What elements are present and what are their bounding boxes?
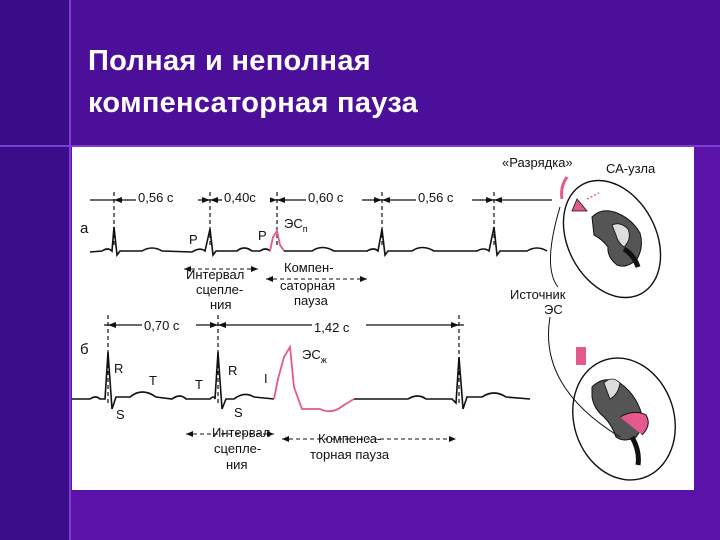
panel-a: а 0,56 с	[80, 189, 552, 312]
panel-b-pause-arrow-left	[282, 436, 289, 442]
heart-diagrams: «Разрядка» СА-узла Источник ЭС	[502, 155, 676, 481]
panel-a-label: а	[80, 220, 89, 237]
panel-b-pause-1: Компенса-	[318, 431, 381, 446]
panel-a-interval-3: 0,60 с	[308, 190, 344, 205]
panel-b-interval-2: 1,42 с	[314, 320, 350, 335]
source-label-2: ЭС	[544, 302, 563, 317]
panel-b-es-main: ЭС	[302, 347, 321, 362]
panel-a-pause-arrow-right	[360, 276, 367, 282]
panel-a-interval-bg-3	[306, 189, 362, 205]
panel-b-es-complex	[273, 344, 355, 413]
panel-b-pause-arrow-right	[449, 436, 456, 442]
heart-top-pink-mark	[560, 176, 569, 200]
panel-a-p1: P	[189, 232, 198, 247]
panel-a-trace-1	[89, 226, 271, 258]
panel-a-pause-1: Компен-	[284, 260, 334, 275]
slide-title-line1: Полная и неполная	[88, 45, 372, 77]
panel-a-p2: P	[258, 228, 267, 243]
panel-b-label: б	[80, 341, 89, 358]
panel-b-r2: R	[228, 363, 237, 378]
panel-b-interval-bg-1	[142, 315, 196, 331]
panel-b-i: I	[264, 371, 268, 386]
heart-bottom-vessels	[591, 378, 649, 466]
panel-b-coupling-arrow-left	[186, 431, 193, 437]
discharge-label: «Разрядка»	[502, 155, 573, 170]
title-band	[0, 0, 720, 146]
panel-b-es-sub: ж	[321, 355, 327, 365]
panel-a-es-main: ЭС	[284, 216, 303, 231]
panel-a-coupling-arrow-left	[184, 266, 191, 272]
leader-bottom	[548, 316, 621, 438]
panel-b-coupling-1: Интервал	[212, 425, 270, 440]
panel-b-interval-1: 0,70 с	[144, 318, 180, 333]
panel-b-s1: S	[116, 407, 125, 422]
panel-b: б 0,70 с 1,42 с R T T	[72, 315, 531, 472]
divider-horizontal	[0, 145, 720, 147]
panel-a-interval-bg-1	[136, 189, 198, 205]
panel-a-interval-bg-4	[416, 189, 472, 205]
heart-bottom-pink-mark	[576, 347, 586, 365]
panel-a-arrowheads	[114, 197, 502, 203]
panel-a-interval-4: 0,56 с	[418, 190, 454, 205]
panel-b-trace-1	[72, 351, 275, 410]
panel-a-pause-2: саторная	[280, 278, 335, 293]
panel-b-es-label: ЭСж	[302, 347, 327, 365]
panel-b-t1: T	[149, 373, 157, 388]
left-band	[0, 146, 70, 540]
panel-b-coupling-2: сцепле-	[214, 441, 261, 456]
sa-node-label: СА-узла	[606, 161, 656, 176]
ecg-figure-svg: а 0,56 с	[72, 155, 676, 481]
divider-vertical	[69, 0, 71, 540]
panel-a-interval-1: 0,56 с	[138, 190, 174, 205]
panel-a-trace-2	[284, 226, 548, 258]
source-label-1: Источник	[510, 287, 566, 302]
panel-a-es-sub: п	[303, 224, 308, 234]
panel-b-interval-bg-2	[312, 319, 366, 335]
panel-b-coupling-arrow-right	[267, 431, 274, 437]
ecg-figure: а 0,56 с	[72, 147, 694, 490]
panel-b-s2: S	[234, 405, 243, 420]
panel-b-pause-2: торная пауза	[310, 447, 390, 462]
panel-b-coupling-3: ния	[226, 457, 247, 472]
panel-b-trace-2	[354, 356, 531, 410]
panel-b-t2: T	[195, 377, 203, 392]
heart-top-arrow	[571, 198, 588, 212]
slide-title: Полная и неполная компенсаторная пауза	[88, 40, 688, 124]
panel-b-r1: R	[114, 361, 123, 376]
panel-a-coupling-2: сцепле-	[196, 282, 243, 297]
panel-a-pause-3: пауза	[294, 293, 329, 308]
heart-top-vessels	[591, 210, 642, 268]
panel-a-interval-bg-2	[222, 189, 270, 205]
panel-a-coupling-arrow-right	[251, 266, 258, 272]
panel-a-coupling-1: Интервал	[186, 267, 244, 282]
slide-title-line2: компенсаторная пауза	[88, 87, 419, 119]
panel-a-pause-arrow-left	[266, 276, 273, 282]
panel-a-es-complex	[269, 228, 285, 252]
panel-a-interval-2: 0,40с	[224, 190, 256, 205]
panel-a-coupling-3: ния	[210, 297, 231, 312]
panel-a-es-label: ЭСп	[284, 216, 308, 234]
leader-top	[550, 206, 561, 288]
panel-b-arrowheads	[108, 322, 459, 328]
